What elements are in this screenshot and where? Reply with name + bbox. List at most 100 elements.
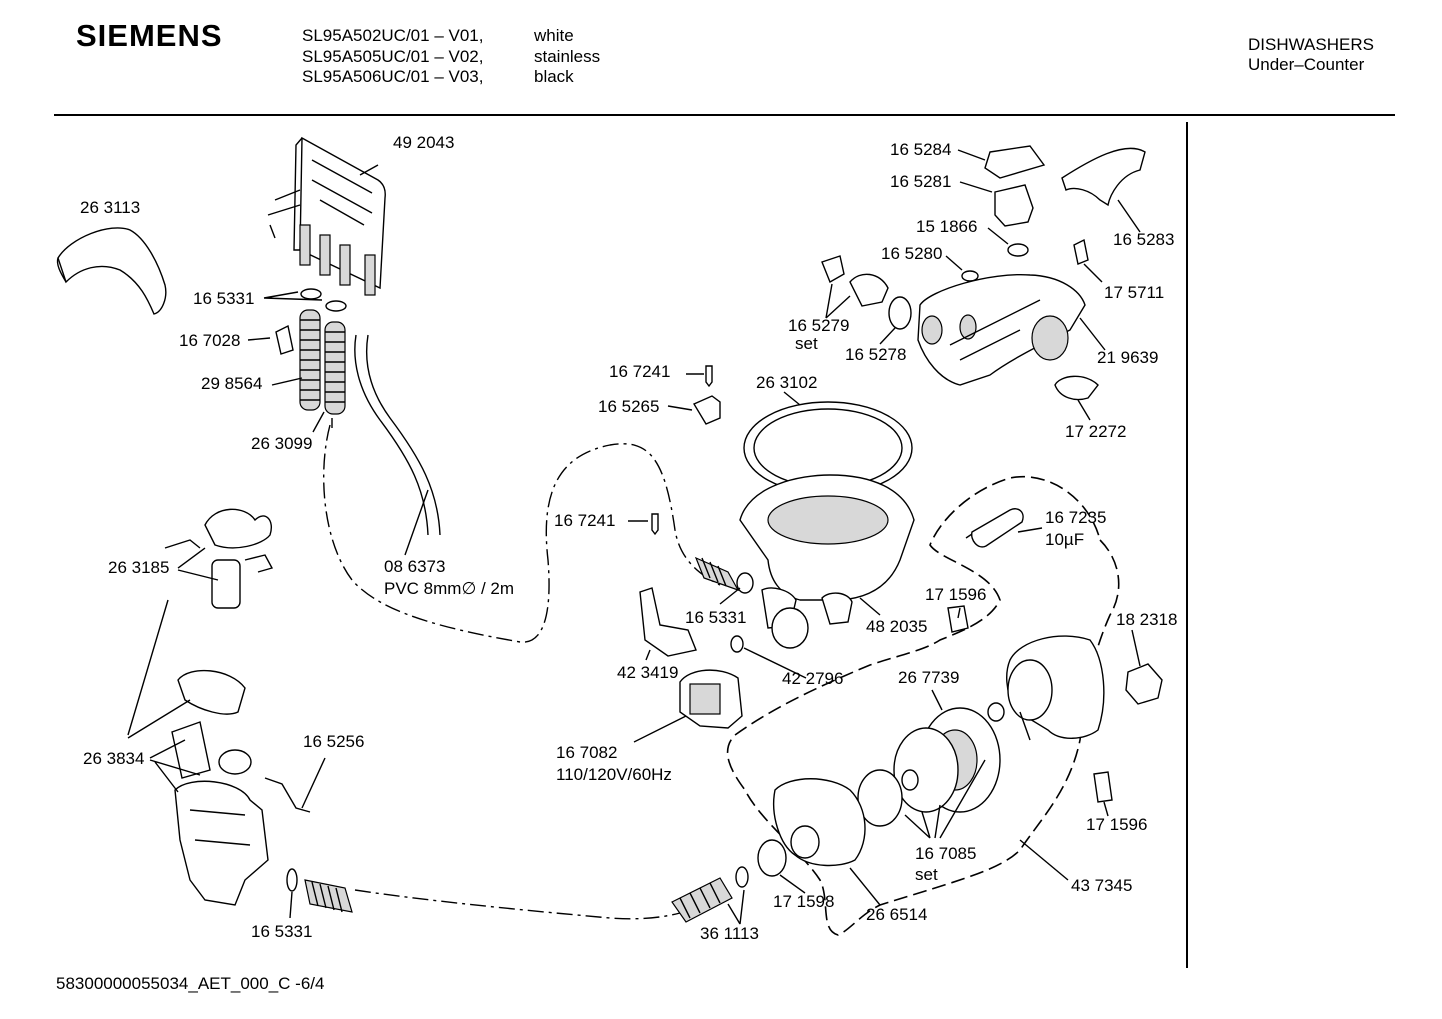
part-label: 10µF: [1045, 530, 1084, 549]
part-label: 26 7739: [898, 668, 959, 687]
corrugated-hose-263099: [324, 321, 346, 415]
part-label: 16 5331: [685, 608, 746, 627]
color-line: stainless: [534, 46, 601, 66]
header-divider: [54, 114, 1395, 116]
bracket-part-165265: [692, 395, 721, 425]
screw-part-167241-mid: [651, 513, 659, 536]
drain-hose-route: [354, 889, 681, 920]
model-list: SL95A502UC/01 – V01, SL95A505UC/01 – V02…: [302, 26, 483, 88]
solenoid-part-165281: [994, 184, 1034, 227]
part-label: 16 5279: [788, 316, 849, 335]
part-label: 21 9639: [1097, 348, 1158, 367]
part-label: 110/120V/60Hz: [556, 765, 672, 784]
impeller-part-167085: [857, 769, 919, 827]
corrugated-hose-298564: [299, 309, 321, 411]
category-subtitle: Under–Counter: [1248, 55, 1365, 74]
sensor-part-165279: [821, 255, 889, 307]
model-line: SL95A505UC/01 – V02,: [302, 46, 484, 66]
pump-volute-part-266514: [773, 778, 866, 867]
color-line: black: [534, 67, 574, 86]
part-label: 36 1113: [700, 924, 759, 943]
part-label: PVC 8mm∅ / 2m: [384, 579, 514, 598]
pump-motor-part-167082: [679, 669, 743, 729]
air-break-part-263834: [171, 669, 269, 906]
clip-part-422796: [730, 635, 744, 653]
part-label: 48 2035: [866, 617, 927, 636]
cover-part-263113: [56, 227, 167, 315]
part-label: 16 7028: [179, 331, 240, 350]
drain-motor-part-437345: [987, 635, 1105, 739]
part-label: 16 5331: [251, 922, 312, 941]
part-label: 16 5331: [193, 289, 254, 308]
model-line: SL95A502UC/01 – V01,: [302, 26, 484, 45]
part-labels: 26 3113 49 2043 16 5331 16 7028 29 8564 …: [80, 133, 1177, 943]
sump-part-482035: [739, 401, 915, 629]
color-list: white stainless black: [534, 26, 600, 88]
drain-hose-connector: [304, 879, 353, 913]
o-ring-151866: [1007, 243, 1029, 257]
part-label: 16 7085: [915, 844, 976, 863]
clip-part-175711: [1073, 238, 1089, 265]
float-switch-263185: [164, 508, 274, 609]
o-ring-165331-sump: [736, 572, 754, 594]
document-id: 58300000055034_AET_000_C -6/4: [56, 974, 325, 993]
grommet-part-171598: [757, 839, 787, 877]
part-label: 16 5278: [845, 345, 906, 364]
part-label: 26 3834: [83, 749, 144, 768]
manifold-part-492043: [267, 136, 386, 296]
part-label: 16 5280: [881, 244, 942, 263]
category-block: DISHWASHERS Under–Counter: [1248, 35, 1374, 75]
seal-ring-167085: [893, 727, 959, 813]
part-label: 16 7241: [609, 362, 670, 381]
side-divider: [1186, 122, 1188, 968]
hose-part-361113: [671, 866, 749, 923]
spring-part-165256: [264, 777, 311, 813]
o-ring-165278: [888, 296, 912, 330]
part-label: 26 3185: [108, 558, 169, 577]
o-ring-165331-bottom: [286, 868, 298, 892]
part-label: 18 2318: [1116, 610, 1177, 629]
o-ring-165331-right: [325, 300, 347, 312]
part-label: set: [915, 865, 938, 884]
part-label: 16 5283: [1113, 230, 1174, 249]
clamp-part-172272: [1054, 375, 1099, 401]
part-label: 26 3113: [80, 198, 140, 217]
part-label: 16 5284: [890, 140, 951, 159]
part-label: 29 8564: [201, 374, 262, 393]
part-label: 17 1596: [1086, 815, 1147, 834]
switch-housing-219639: [917, 273, 1086, 386]
part-label: 26 3102: [756, 373, 817, 392]
part-label: 08 6373: [384, 557, 445, 576]
o-ring-165331-left: [300, 288, 322, 300]
part-label: 15 1866: [916, 217, 977, 236]
category-title: DISHWASHERS: [1248, 35, 1374, 54]
capacitor-part-167235: [965, 508, 1024, 548]
seal-ring-sump: [771, 607, 809, 649]
part-label: 42 2796: [782, 669, 843, 688]
holder-part-423419: [639, 587, 697, 657]
part-label: 16 5265: [598, 397, 659, 416]
clip-part-167028: [275, 324, 294, 355]
part-label: 16 7241: [554, 511, 615, 530]
screw-part-167241-top: [705, 365, 713, 388]
color-line: white: [534, 26, 574, 45]
pvc-hose-086373: [354, 334, 441, 536]
corrugated-hose-sump: [694, 556, 740, 592]
clip-part-171596-top: [947, 605, 969, 633]
part-label: 16 5256: [303, 732, 364, 751]
connector-part-182318: [1125, 663, 1163, 705]
clip-part-171596-bottom: [1093, 771, 1113, 803]
part-label: set: [795, 334, 818, 353]
drain-pump-group-outline: [726, 475, 1120, 936]
hose-routing-outline: [323, 424, 721, 643]
part-label: 26 6514: [866, 905, 927, 924]
brand-logo: SIEMENS: [76, 18, 223, 53]
part-label: 16 7235: [1045, 508, 1106, 527]
part-label: 17 1596: [925, 585, 986, 604]
leader-lines: [127, 149, 1141, 925]
cover-part-165283: [1061, 147, 1146, 207]
part-label: 26 3099: [251, 434, 312, 453]
cap-part-165284: [984, 145, 1046, 179]
part-label: 16 5281: [890, 172, 951, 191]
